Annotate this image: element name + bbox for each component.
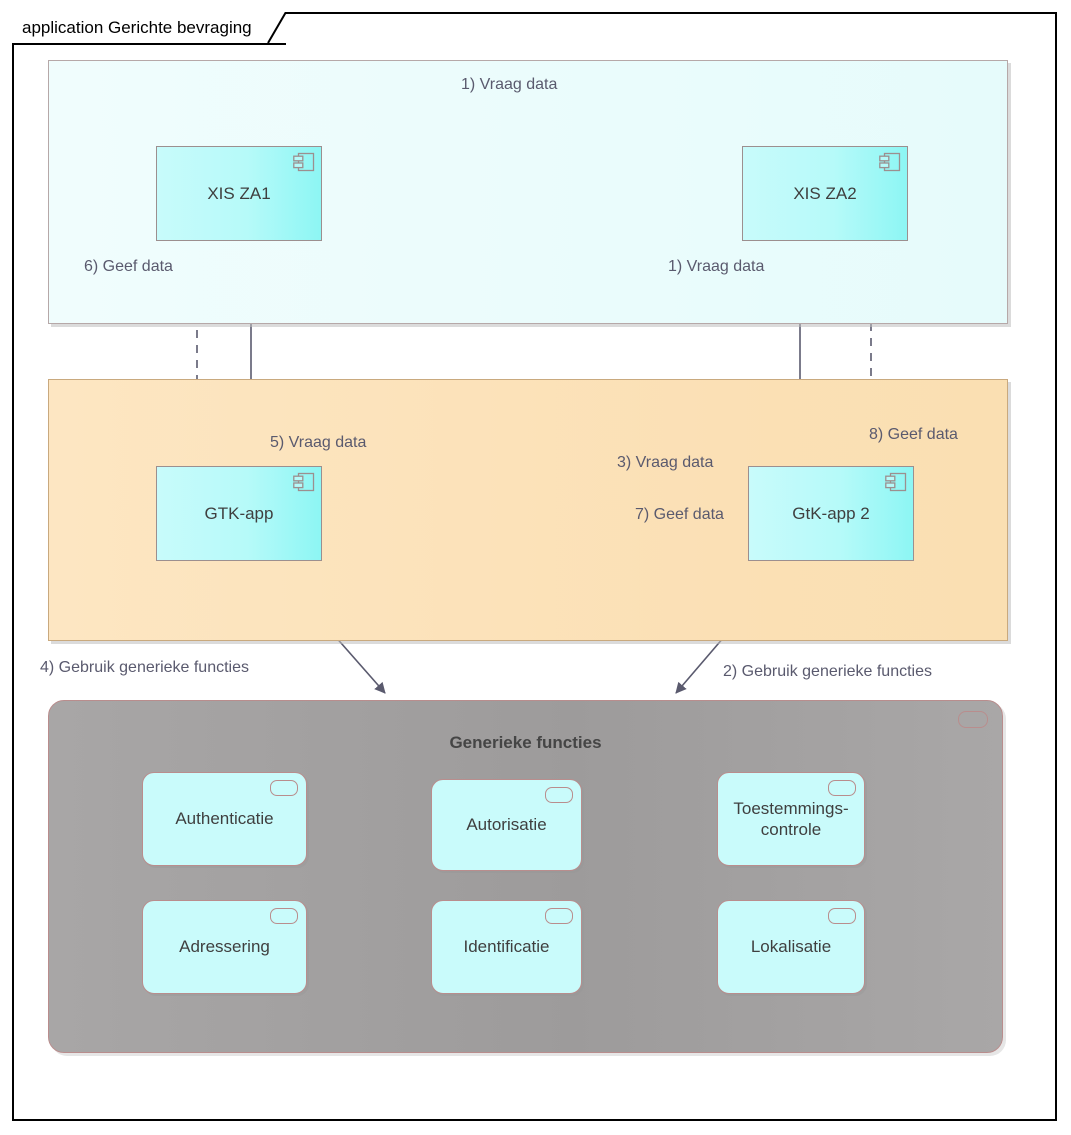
component-gtk-app[interactable]: GTK-app bbox=[156, 466, 322, 561]
uml-component-icon bbox=[293, 472, 315, 492]
connector-label-1-top: 1) Vraag data bbox=[461, 76, 558, 93]
service-lokalisatie[interactable]: Lokalisatie bbox=[717, 900, 865, 994]
region-title-generieke-functies: Generieke functies bbox=[449, 733, 602, 752]
service-rounded-icon bbox=[270, 780, 298, 796]
component-xis-za1[interactable]: XIS ZA1 bbox=[156, 146, 322, 241]
component-label: GTK-app bbox=[204, 503, 274, 523]
service-label: Lokalisatie bbox=[750, 937, 832, 957]
component-label: XIS ZA1 bbox=[207, 183, 271, 203]
service-label: Identificatie bbox=[463, 937, 550, 957]
connector-label-4: 4) Gebruik generieke functies bbox=[40, 659, 249, 676]
service-label: Adressering bbox=[179, 937, 270, 957]
component-gtk-app-2[interactable]: GtK-app 2 bbox=[748, 466, 914, 561]
service-label: Toestemmings-controle bbox=[733, 798, 849, 839]
uml-component-icon bbox=[885, 472, 907, 492]
connector-label-5: 5) Vraag data bbox=[270, 434, 367, 451]
service-autorisatie[interactable]: Autorisatie bbox=[431, 779, 582, 871]
service-rounded-icon bbox=[828, 780, 856, 796]
frame-title-label: application Gerichte bevraging bbox=[22, 17, 252, 37]
connector-label-1-right: 1) Vraag data bbox=[668, 258, 765, 275]
service-rounded-icon bbox=[545, 908, 573, 924]
generic-functions-region[interactable]: Generieke functies bbox=[48, 700, 1003, 1053]
component-label: XIS ZA2 bbox=[793, 183, 857, 203]
connector-label-8: 8) Geef data bbox=[869, 426, 958, 443]
service-rounded-icon bbox=[828, 908, 856, 924]
connector-label-3: 3) Vraag data bbox=[617, 454, 714, 471]
service-rounded-icon bbox=[958, 711, 988, 728]
service-adressering[interactable]: Adressering bbox=[142, 900, 307, 994]
connector-label-6: 6) Geef data bbox=[84, 258, 173, 275]
uml-component-icon bbox=[293, 152, 315, 172]
service-rounded-icon bbox=[545, 787, 573, 803]
uml-component-icon bbox=[879, 152, 901, 172]
service-authenticatie[interactable]: Authenticatie bbox=[142, 772, 307, 866]
service-identificatie[interactable]: Identificatie bbox=[431, 900, 582, 994]
service-toestemmingscontrole[interactable]: Toestemmings-controle bbox=[717, 772, 865, 866]
connector-label-7: 7) Geef data bbox=[635, 506, 724, 523]
frame-title-tab: application Gerichte bevraging bbox=[12, 12, 286, 45]
service-rounded-icon bbox=[270, 908, 298, 924]
frame-tab-slant-icon bbox=[255, 12, 286, 43]
service-label: Autorisatie bbox=[466, 815, 547, 835]
component-xis-za2[interactable]: XIS ZA2 bbox=[742, 146, 908, 241]
component-label: GtK-app 2 bbox=[792, 503, 870, 523]
service-label: Authenticatie bbox=[175, 809, 274, 829]
connector-label-2: 2) Gebruik generieke functies bbox=[723, 663, 932, 680]
